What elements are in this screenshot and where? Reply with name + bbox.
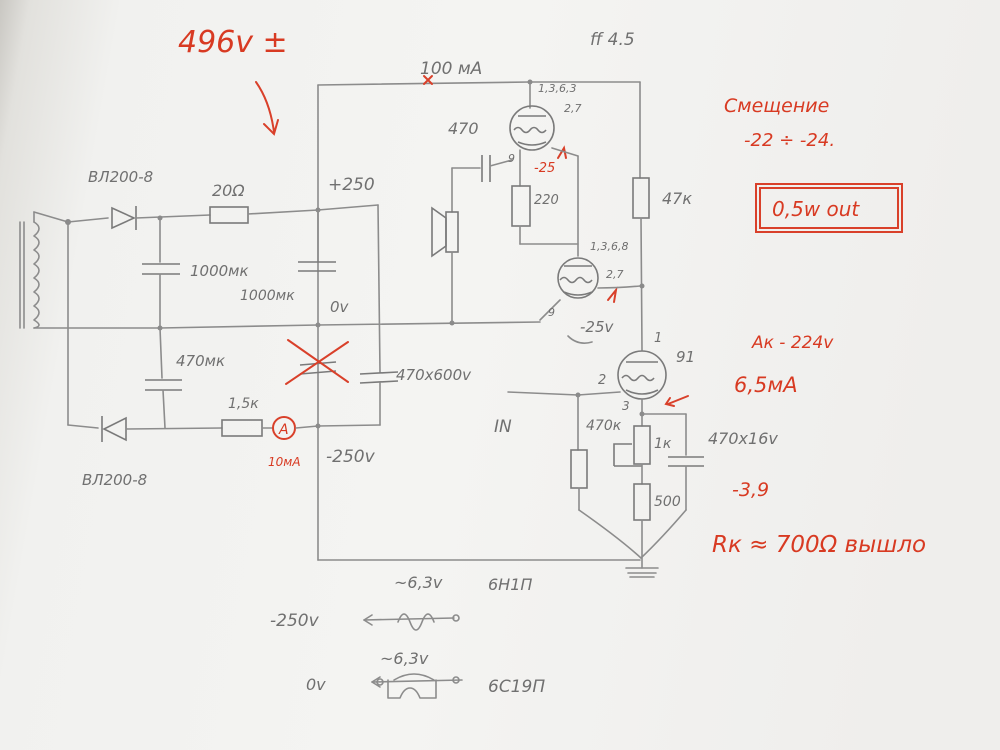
- ammeter-letter: A: [278, 422, 289, 438]
- v3-pin2-label: 2: [598, 373, 606, 388]
- ammeter-symbol: [272, 416, 296, 440]
- v3-tube-label: 91: [676, 348, 695, 366]
- bias-label: Смещение: [724, 95, 829, 117]
- cathode-voltage-label: -3,9: [732, 479, 769, 501]
- anode-voltage-label: Ак - 224v: [751, 333, 834, 353]
- diode-bottom-label: ВЛ200-8: [82, 471, 147, 489]
- tube-v2-symbol: [557, 257, 599, 299]
- page-ref-label: ff 4.5: [590, 30, 635, 50]
- res-500-symbol: [633, 483, 651, 521]
- cap-470-600-symbol: [359, 371, 399, 384]
- input-label: IN: [494, 417, 512, 437]
- zero-volt-rail: [159, 324, 319, 329]
- v3-cathode-arrow: [664, 395, 689, 407]
- cap-1000-b-label: 1000мк: [240, 288, 295, 304]
- v3-pin3-label: 3: [622, 399, 630, 413]
- v2-bias-arrow: [607, 286, 618, 303]
- cap-1000-b-symbol: [298, 261, 336, 272]
- heater-tube2-label: 6С19П: [488, 677, 545, 697]
- res-1-5k-label: 1,5к: [228, 396, 259, 412]
- coupling-cap-label: 470: [448, 119, 479, 138]
- tube-v1-symbol: [509, 105, 555, 151]
- v1-bias-arrow: [557, 145, 567, 159]
- heater-v1-label: ~6,3v: [394, 573, 443, 592]
- v3-pin1-label: 1: [654, 331, 662, 346]
- output-power-label: 0,5w out: [772, 197, 860, 221]
- heater-supply1-label: -250v: [270, 611, 320, 631]
- res-470k-label: 470к: [586, 418, 622, 434]
- top-current-label: 100 мА: [420, 59, 482, 79]
- transformer-symbol: [19, 211, 161, 329]
- cap-470-label: 470мк: [176, 352, 225, 370]
- v2-pin7-label: 2,7: [606, 268, 624, 281]
- res-220-label: 220: [534, 193, 559, 208]
- bias-range-label: -22 ÷ -24.: [744, 130, 835, 151]
- v1-pin7-label: 2,7: [564, 102, 582, 115]
- plus-250-label: +250: [328, 175, 375, 195]
- v1-pin9-label: 9: [508, 152, 515, 165]
- v1-top-pins-label: 1,3,6,3: [538, 82, 576, 95]
- res-1-5k-symbol: [221, 419, 263, 437]
- v1-grid-bias-label: -25: [534, 161, 555, 176]
- heater-v2-label: ~6,3v: [380, 649, 429, 668]
- cathode-current-label: 6,5мА: [734, 373, 798, 397]
- bottom-diode-symbol: [101, 416, 127, 442]
- ground-symbol: [625, 567, 659, 578]
- zero-volt-label: 0v: [330, 298, 350, 316]
- cap-470-600-label: 470х600v: [396, 366, 472, 384]
- ammeter-current-label: 10мА: [268, 455, 301, 469]
- input-wire: [507, 391, 579, 396]
- res-220-symbol: [511, 185, 531, 227]
- res-1k-label: 1к: [654, 436, 672, 452]
- res-500-label: 500: [654, 494, 681, 510]
- heater-6s19p-symbol: [371, 673, 463, 699]
- res-47k-symbol: [632, 177, 650, 219]
- voltage-total-label: 496v ±: [178, 25, 288, 60]
- cap-470-16-label: 470х16v: [708, 429, 778, 448]
- cap-470-symbol: [145, 379, 182, 391]
- res-47k-label: 47к: [662, 189, 692, 208]
- heater-supply2-label: 0v: [306, 675, 326, 694]
- voltage-arrow: [255, 81, 279, 136]
- current-measure-mark: [423, 75, 433, 85]
- crossed-out-capacitor: [285, 339, 349, 385]
- res-470k-symbol: [570, 449, 588, 489]
- cap-1000-a-label: 1000мк: [190, 262, 249, 280]
- heater-tube1-label: 6Н1П: [488, 575, 532, 594]
- res-20-symbol: [209, 206, 249, 224]
- top-diode-wire: [67, 217, 109, 223]
- tube-v3-symbol: [617, 350, 667, 400]
- speaker-icon: [431, 206, 459, 258]
- cap-470-16-symbol: [668, 456, 704, 467]
- minus-250-label: -250v: [326, 447, 376, 467]
- top-diode-symbol: [111, 206, 137, 230]
- heater-6n1p-symbol: [363, 613, 460, 631]
- v2-pin9-label: 9: [548, 306, 555, 319]
- coupling-cap-symbol: [481, 155, 491, 182]
- cap-1000-a-symbol: [142, 263, 180, 275]
- res-20-label: 20Ω: [212, 181, 245, 200]
- rk-note-label: Rк ≈ 700Ω вышло: [712, 532, 926, 558]
- v2-top-pins-label: 1,3,6,8: [590, 240, 628, 253]
- diode-top-label: ВЛ200-8: [88, 168, 153, 186]
- v2-grid-bias-label: -25v: [580, 318, 614, 336]
- output-power-box: [755, 183, 903, 233]
